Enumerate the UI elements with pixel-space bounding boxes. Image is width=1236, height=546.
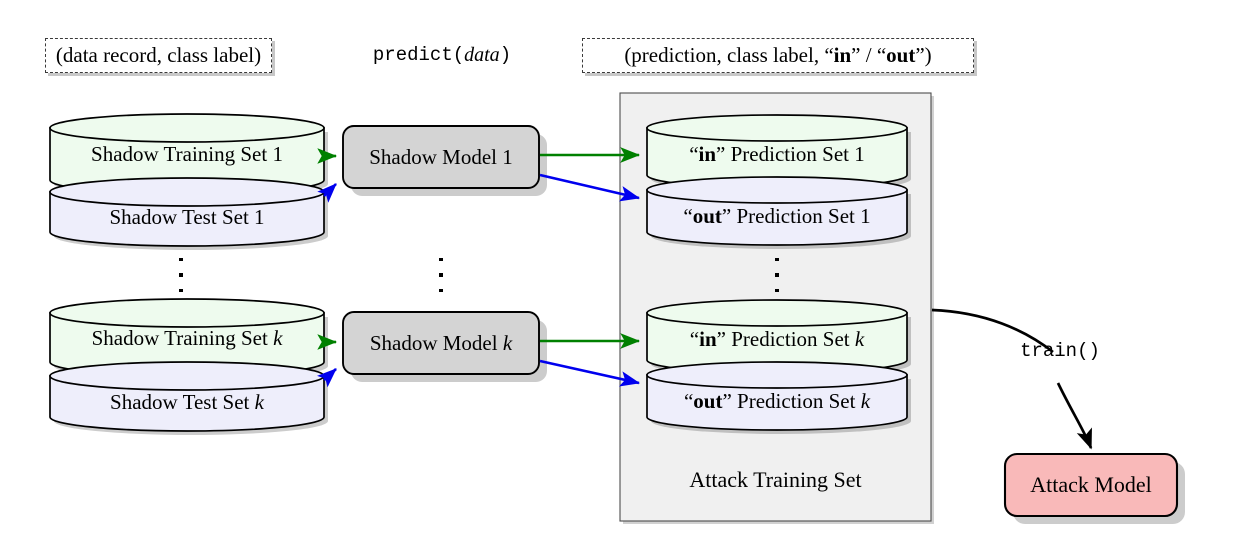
output-tuple-caption: (prediction, class label, “in” / “out”): [582, 38, 974, 73]
input-tuple-text: (data record, class label): [55, 43, 262, 67]
shadow-test-set-k-shape[interactable]: [49, 361, 328, 435]
output-tuple-text: (prediction, class label, “in” / “out”): [624, 43, 931, 68]
arrow-train-curve-out: [1056, 382, 1093, 450]
arrow-modelk-to-outk: [539, 359, 641, 387]
shadow-model-k-shape[interactable]: [342, 311, 547, 382]
arrow-train-curve-in: [931, 308, 1054, 354]
attack-model-shape[interactable]: [1003, 452, 1185, 524]
out-prediction-set-k-shape[interactable]: [646, 361, 911, 434]
in-prediction-set-1-shape[interactable]: [646, 114, 911, 192]
in-prediction-set-k-shape[interactable]: [646, 299, 911, 377]
arrow-testk-to-modelk: [316, 368, 337, 388]
shadow-model-1-shape[interactable]: [342, 125, 547, 196]
shadow-test-set-1-shape[interactable]: [49, 177, 328, 250]
output-tuple-out: out: [886, 43, 916, 67]
arrow-model1-to-out1: [539, 173, 641, 202]
output-tuple-in: in: [833, 43, 852, 67]
output-tuple-mid: ” / “: [851, 43, 887, 67]
output-tuple-prefix: (prediction, class label, “: [624, 43, 834, 67]
output-tuple-suffix: ”): [915, 43, 932, 67]
out-prediction-set-1-shape[interactable]: [646, 176, 911, 249]
input-tuple-caption: (data record, class label): [45, 38, 272, 73]
arrow-test1-to-model1: [317, 183, 337, 203]
